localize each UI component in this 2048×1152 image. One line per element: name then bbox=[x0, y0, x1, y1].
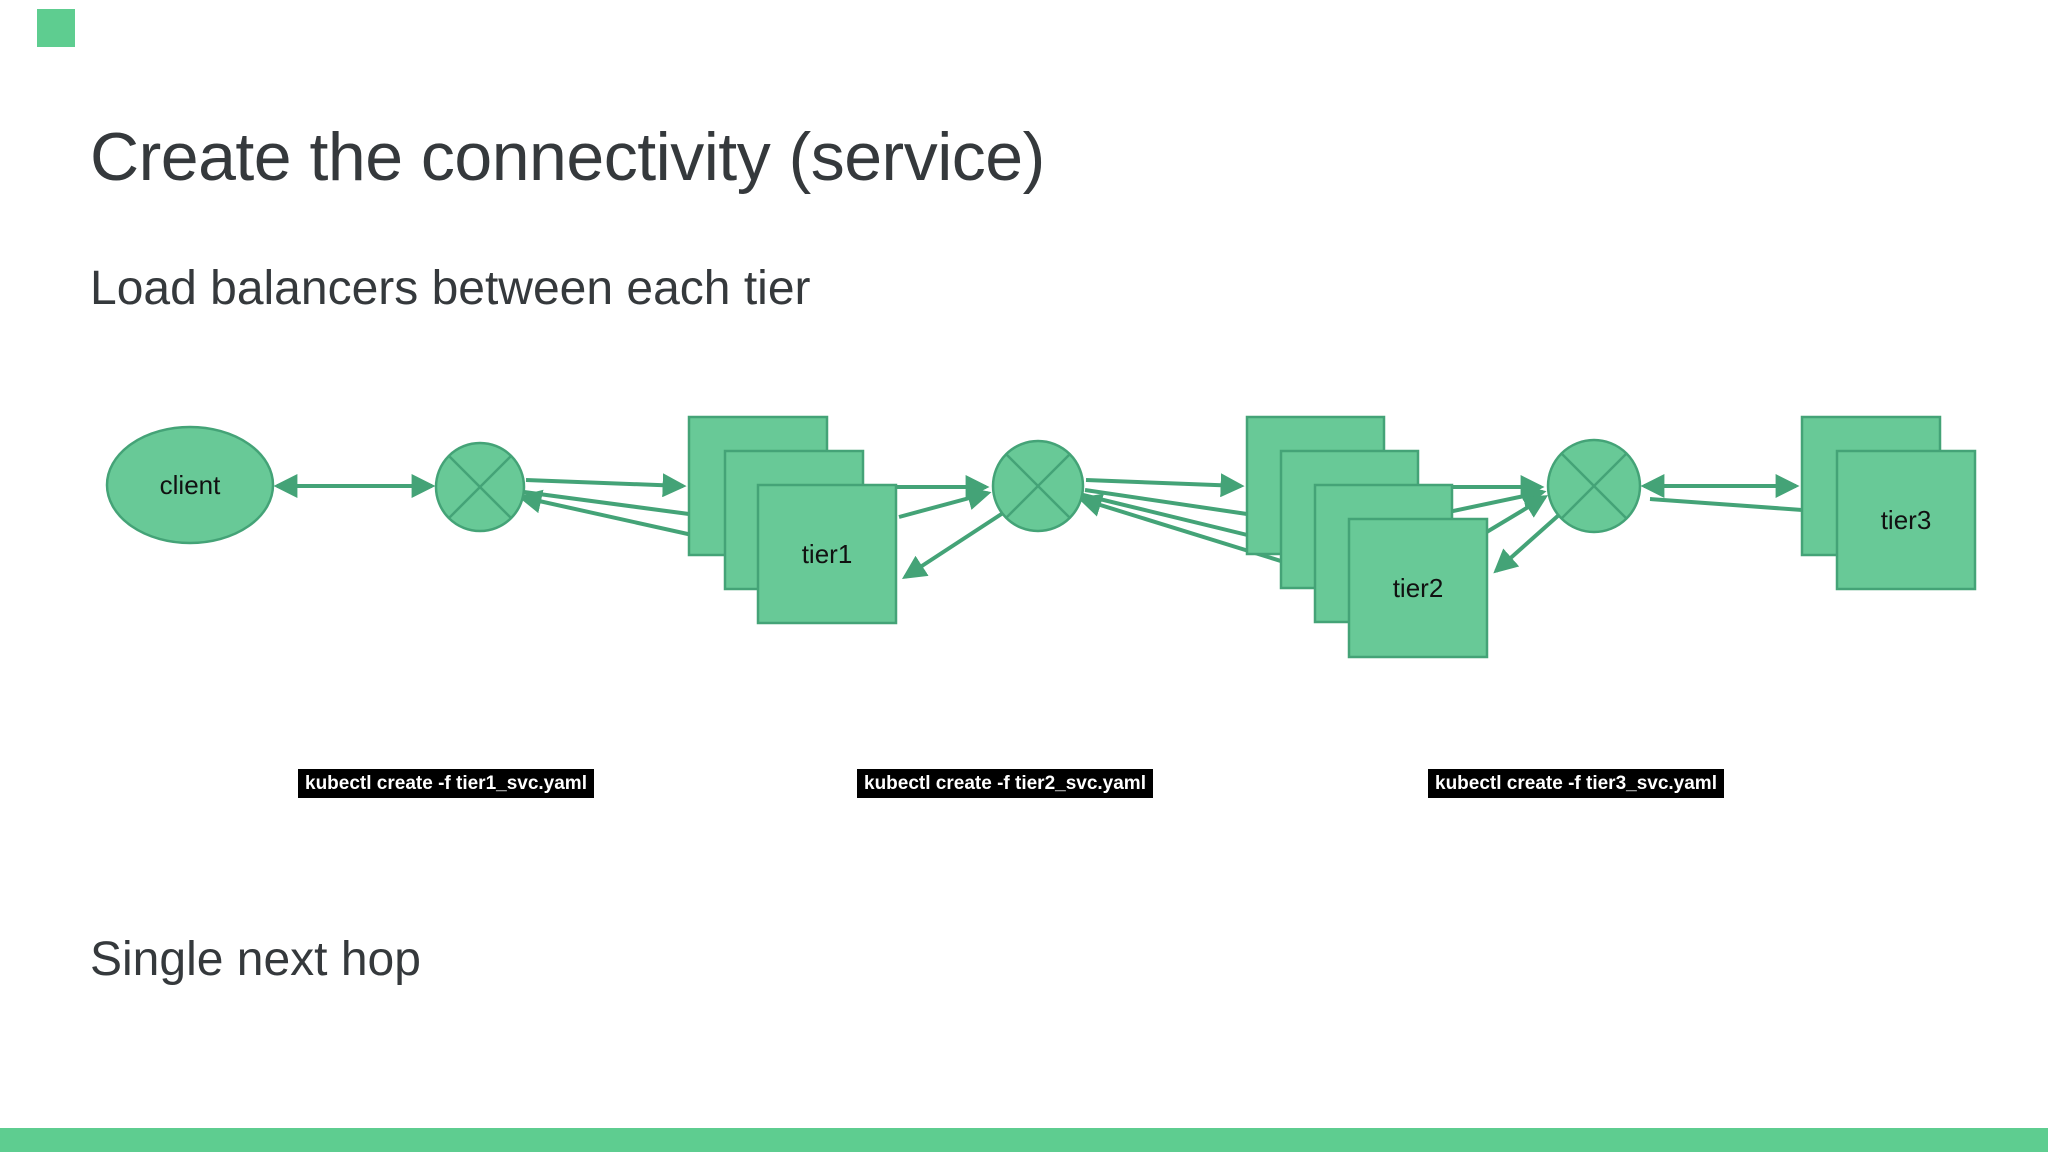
client-node: client bbox=[105, 425, 275, 545]
load-balancer-3 bbox=[1546, 438, 1642, 534]
bottom-accent-bar bbox=[0, 1128, 2048, 1152]
tier3-stack: tier3 bbox=[1800, 415, 1977, 591]
tier2-front-square bbox=[1347, 517, 1489, 659]
tier1-front-square bbox=[756, 483, 898, 625]
corner-accent-square bbox=[37, 9, 75, 47]
footer-note: Single next hop bbox=[90, 933, 421, 986]
tier3-front-square bbox=[1835, 449, 1977, 591]
client-label: client bbox=[160, 470, 221, 500]
command-label-tier2: kubectl create -f tier2_svc.yaml bbox=[857, 769, 1153, 798]
command-label-tier1: kubectl create -f tier1_svc.yaml bbox=[298, 769, 594, 798]
tier1-label: tier1 bbox=[802, 539, 853, 569]
arrow-lb3-tier2-return bbox=[1493, 512, 1562, 574]
tier2-stack: tier2 bbox=[1245, 415, 1489, 659]
arrow-tier1-lb2-b bbox=[898, 486, 992, 519]
slide-subtitle: Load balancers between each tier bbox=[90, 262, 811, 315]
client-ellipse bbox=[105, 425, 275, 545]
arrow-lb1-tier1-a bbox=[525, 473, 687, 498]
arrow-lb2-tier2-a bbox=[1085, 473, 1245, 498]
slide-title: Create the connectivity (service) bbox=[90, 119, 1045, 195]
tier3-label: tier3 bbox=[1881, 505, 1932, 535]
lb1-x-icon bbox=[448, 455, 512, 519]
lb2-x-icon bbox=[1005, 453, 1071, 519]
arrow-lb2-tier1-return bbox=[901, 511, 1005, 579]
load-balancer-1 bbox=[434, 441, 526, 533]
arrow-lb3-tier3-b bbox=[1649, 497, 1834, 523]
tier1-stack: tier1 bbox=[687, 415, 898, 625]
load-balancer-2 bbox=[991, 439, 1085, 533]
tier2-label: tier2 bbox=[1393, 573, 1444, 603]
command-label-tier3: kubectl create -f tier3_svc.yaml bbox=[1428, 769, 1724, 798]
lb3-x-icon bbox=[1560, 452, 1628, 520]
